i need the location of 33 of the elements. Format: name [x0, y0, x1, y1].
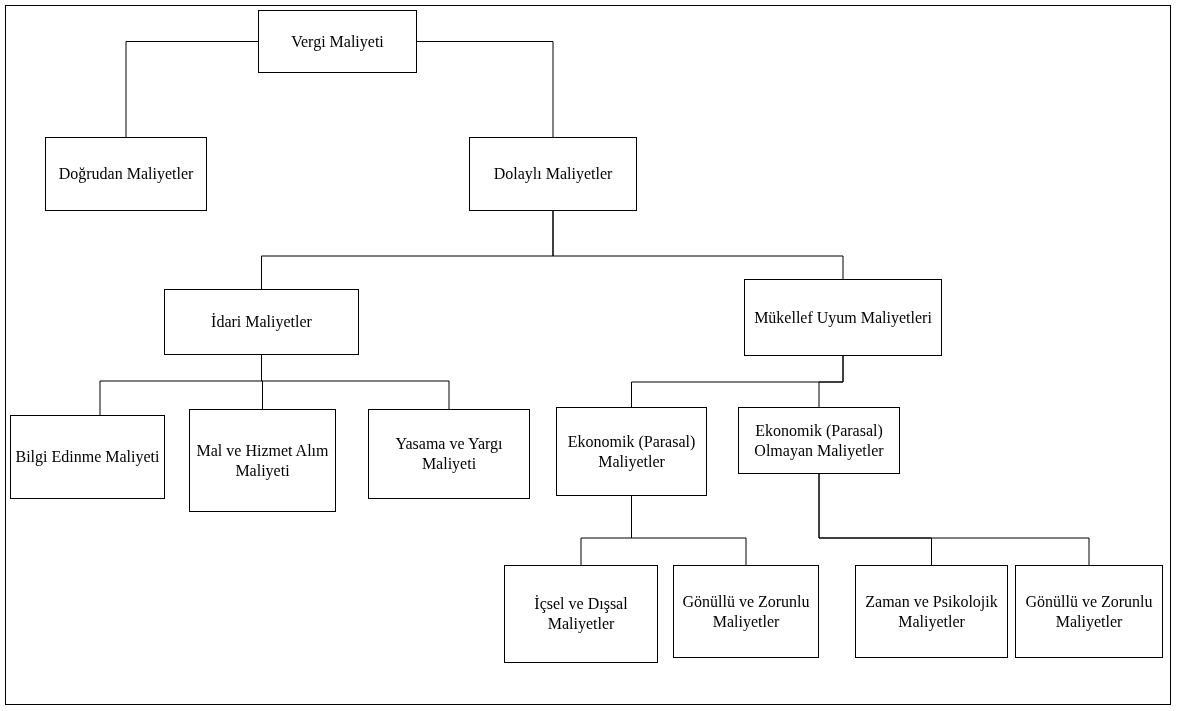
cost-box [744, 279, 942, 356]
box-label: İçsel ve Dışsal Maliyetler [533, 594, 629, 634]
connector-line [125, 41, 259, 138]
cost-box [504, 565, 658, 663]
box-label: Ekonomik (Parasal) Maliyetler [566, 431, 697, 472]
cost-box [738, 407, 900, 474]
cost-box [556, 407, 707, 496]
box-label: Bilgi Edinme Maliyeti [15, 447, 160, 467]
cost-box [189, 409, 336, 512]
box-label: Mükellef Uyum Maliyetleri [754, 307, 932, 328]
connector-line [552, 210, 844, 280]
box-label: Gönüllü ve Zorunlu Maliyetler [1024, 591, 1154, 632]
cost-box [368, 409, 530, 499]
box-label: Mal ve Hizmet Alım Maliyeti [195, 440, 330, 481]
box-label: Gönüllü ve Zorunlu Maliyetler [681, 591, 811, 632]
connector-line [818, 355, 844, 408]
cost-box [673, 565, 819, 658]
box-label: İdari Maliyetler [211, 312, 312, 332]
box-label: Ekonomik (Parasal) Olmayan Maliyetler [753, 420, 885, 461]
box-label: Zaman ve Psikolojik Maliyetler [864, 591, 999, 632]
cost-box [45, 137, 207, 211]
cost-box [164, 289, 359, 355]
cost-box [1015, 565, 1163, 658]
box-label: Vergi Maliyeti [291, 31, 384, 52]
cost-box [258, 10, 417, 73]
connector-line [416, 41, 554, 138]
cost-box [10, 415, 165, 499]
connector-line [818, 473, 1090, 566]
box-label: Yasama ve Yargı Maliyeti [394, 434, 504, 474]
cost-box [469, 137, 637, 211]
cost-box [855, 565, 1008, 658]
box-label: Dolaylı Maliyetler [493, 164, 613, 184]
box-label: Doğrudan Maliyetler [58, 164, 194, 184]
